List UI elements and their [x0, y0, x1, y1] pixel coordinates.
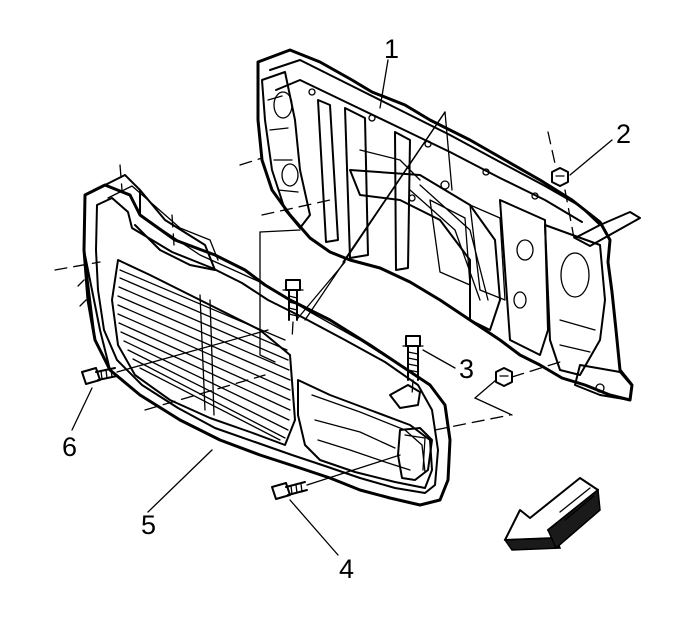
bolt-upper-center — [282, 279, 304, 321]
callout-1: 1 — [384, 34, 399, 64]
callout-2: 2 — [616, 119, 631, 149]
callout-5: 5 — [141, 510, 156, 540]
bolt-3 — [402, 335, 424, 381]
bolt-6 — [81, 367, 118, 385]
callout-leaders — [71, 59, 613, 556]
alignment-lines — [54, 131, 575, 486]
grille-assembly — [77, 174, 452, 507]
front-direction-arrow-icon — [503, 477, 601, 551]
callout-3: 3 — [459, 354, 474, 384]
nut-right — [495, 367, 513, 387]
callout-6: 6 — [62, 432, 77, 462]
radiator-support — [256, 48, 641, 402]
callout-4: 4 — [339, 554, 354, 584]
nut-2 — [551, 167, 569, 187]
bolt-4 — [271, 481, 308, 500]
